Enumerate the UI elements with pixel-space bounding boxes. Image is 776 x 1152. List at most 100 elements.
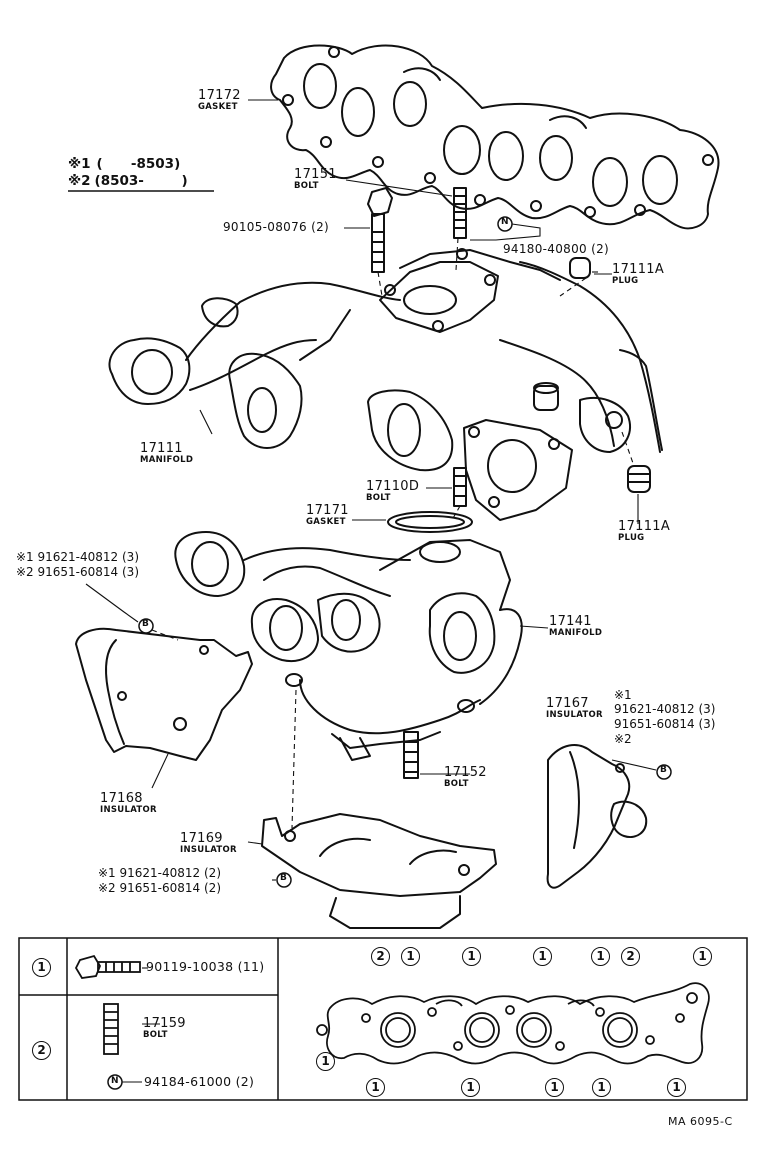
gasket-bottom-key-mark: 1 bbox=[545, 1078, 564, 1097]
label-17172-name: GASKET bbox=[198, 102, 238, 112]
b-callout-left: B bbox=[142, 619, 149, 629]
intake-manifold-17111-drawing bbox=[108, 248, 663, 521]
label-17111-number: 17111 bbox=[140, 441, 183, 456]
label-17167-number: 17167 bbox=[546, 696, 589, 711]
table-key-1-mark: 1 bbox=[32, 958, 51, 977]
table-row2-number: 17159 bbox=[143, 1016, 186, 1031]
gasket-bottom-key-mark: 1 bbox=[667, 1078, 686, 1097]
label-17171-name: GASKET bbox=[306, 517, 346, 527]
label-17167: 17167 INSULATOR bbox=[546, 697, 603, 720]
gasket-top-key-mark: 2 bbox=[371, 947, 390, 966]
gasket-top-key-mark: 1 bbox=[462, 947, 481, 966]
label-17169-name: INSULATOR bbox=[180, 845, 237, 855]
gasket-bottom-key-mark: 1 bbox=[461, 1078, 480, 1097]
label-17152: 17152 BOLT bbox=[444, 766, 487, 789]
stud-17152-drawing bbox=[403, 731, 419, 779]
stud-17159-drawing bbox=[103, 1003, 119, 1055]
label-bolts-right: ※1 91621-40812 (3) 91651-60814 (3) ※2 bbox=[614, 689, 716, 745]
gasket-bottom-key: 1 bbox=[545, 1078, 564, 1097]
table-row1-part: 90119-10038 (11) bbox=[146, 959, 265, 974]
gasket-bottom-key-mark: 1 bbox=[366, 1078, 385, 1097]
table-key-1: 1 bbox=[32, 958, 51, 977]
table-gasket-drawing bbox=[316, 982, 710, 1065]
legend-row-2-mark: ※2 bbox=[68, 173, 91, 189]
gasket-top-key: 1 bbox=[462, 947, 481, 966]
label-bolts-right-mark2: ※2 bbox=[614, 732, 632, 746]
stud-17110D-drawing bbox=[453, 467, 467, 507]
label-bolts-bottom-line2: ※2 91651-60814 (2) bbox=[98, 881, 221, 895]
table-nut-n-letter: N bbox=[111, 1076, 119, 1086]
label-17152-name: BOLT bbox=[444, 779, 469, 789]
bolt-90105-drawing bbox=[367, 187, 393, 273]
label-bolts-right-mark1: ※1 bbox=[614, 688, 632, 702]
label-17171-number: 17171 bbox=[306, 503, 349, 518]
footer-reference: MA 6095-C bbox=[668, 1115, 733, 1128]
label-17110D: 17110D BOLT bbox=[366, 480, 419, 503]
label-17141-name: MANIFOLD bbox=[549, 628, 603, 638]
label-bolts-left-line1: ※1 91621-40812 (3) bbox=[16, 550, 139, 564]
legend-row-2: ※2(8503- ) bbox=[68, 173, 188, 189]
gasket-bottom-key-mark: 1 bbox=[592, 1078, 611, 1097]
label-17111A-bottom-name: PLUG bbox=[618, 533, 645, 543]
legend-row-1-text: ( -8503) bbox=[96, 156, 181, 172]
gasket-top-key-mark: 2 bbox=[621, 947, 640, 966]
label-17111A-bottom: 17111A PLUG bbox=[618, 520, 670, 543]
label-17151-number: 17151 bbox=[294, 167, 337, 182]
gasket-top-key-mark: 1 bbox=[693, 947, 712, 966]
gasket-bottom-key: 1 bbox=[592, 1078, 611, 1097]
insulator-17169-drawing bbox=[261, 813, 497, 929]
label-17168: 17168 INSULATOR bbox=[100, 792, 157, 815]
nut-n-letter: N bbox=[501, 217, 509, 227]
gasket-top-key-mark: 1 bbox=[591, 947, 610, 966]
plug-17111A-top-drawing bbox=[569, 257, 591, 279]
label-bolts-left-line2: ※2 91651-60814 (3) bbox=[16, 565, 139, 579]
table-key-2-mark: 2 bbox=[32, 1041, 51, 1060]
label-17110D-name: BOLT bbox=[366, 493, 391, 503]
label-bolts-right-line1: 91621-40812 (3) bbox=[614, 702, 716, 716]
label-17110D-number: 17110D bbox=[366, 479, 420, 494]
gasket-bottom-key: 1 bbox=[461, 1078, 480, 1097]
table-row2-name: BOLT bbox=[143, 1030, 168, 1040]
label-17111A-top-name: PLUG bbox=[612, 276, 639, 286]
fastener-table-grid bbox=[18, 937, 748, 1101]
label-bolts-bottom-line1: ※1 91621-40812 (2) bbox=[98, 866, 221, 880]
label-17111: 17111 MANIFOLD bbox=[140, 442, 193, 465]
gasket-top-key-mark: 1 bbox=[401, 947, 420, 966]
b-callout-left-ring bbox=[138, 618, 154, 634]
label-bolts-right-line2: 91651-60814 (3) bbox=[614, 717, 716, 731]
legend-row-2-text: (8503- ) bbox=[94, 173, 188, 189]
label-17152-number: 17152 bbox=[444, 765, 487, 780]
label-17111-name: MANIFOLD bbox=[140, 455, 194, 465]
gasket-17172-drawing bbox=[270, 44, 720, 230]
insulator-17168-drawing bbox=[75, 627, 253, 761]
b-callout-right: B bbox=[660, 765, 667, 775]
label-94180-number: 94180-40800 (2) bbox=[503, 242, 609, 256]
gasket-17171-drawing bbox=[387, 511, 473, 533]
b-callout-bottom-ring bbox=[276, 872, 292, 888]
table-key-2: 2 bbox=[32, 1041, 51, 1060]
insulator-17167-drawing bbox=[546, 744, 648, 889]
gasket-top-key: 1 bbox=[533, 947, 552, 966]
label-17169: 17169 INSULATOR bbox=[180, 832, 237, 855]
b-callout-bottom: B bbox=[280, 873, 287, 883]
label-17169-number: 17169 bbox=[180, 831, 223, 846]
label-17168-number: 17168 bbox=[100, 791, 143, 806]
legend-row-1: ※1( -8503) bbox=[68, 156, 181, 172]
bolt-90119-drawing bbox=[74, 954, 141, 979]
label-17172-number: 17172 bbox=[198, 88, 241, 103]
label-17168-name: INSULATOR bbox=[100, 805, 157, 815]
gasket-bottom-key: 1 bbox=[667, 1078, 686, 1097]
label-17111A-top: 17111A PLUG bbox=[612, 263, 664, 286]
gasket-left-key-mark: 1 bbox=[316, 1052, 335, 1071]
label-17151: 17151 BOLT bbox=[294, 168, 337, 191]
table-row2-nut: 94184-61000 (2) bbox=[144, 1074, 255, 1089]
gasket-left-key: 1 bbox=[316, 1052, 335, 1071]
plug-17111A-bottom-drawing bbox=[627, 465, 651, 493]
gasket-top-key: 1 bbox=[693, 947, 712, 966]
gasket-bottom-key: 1 bbox=[366, 1078, 385, 1097]
label-17167-name: INSULATOR bbox=[546, 710, 603, 720]
exhaust-manifold-17141-drawing bbox=[174, 531, 523, 761]
stud-17151-drawing bbox=[453, 187, 467, 239]
label-17111A-top-number: 17111A bbox=[612, 262, 665, 277]
table-row2-stud: 17159 BOLT bbox=[143, 1017, 186, 1040]
